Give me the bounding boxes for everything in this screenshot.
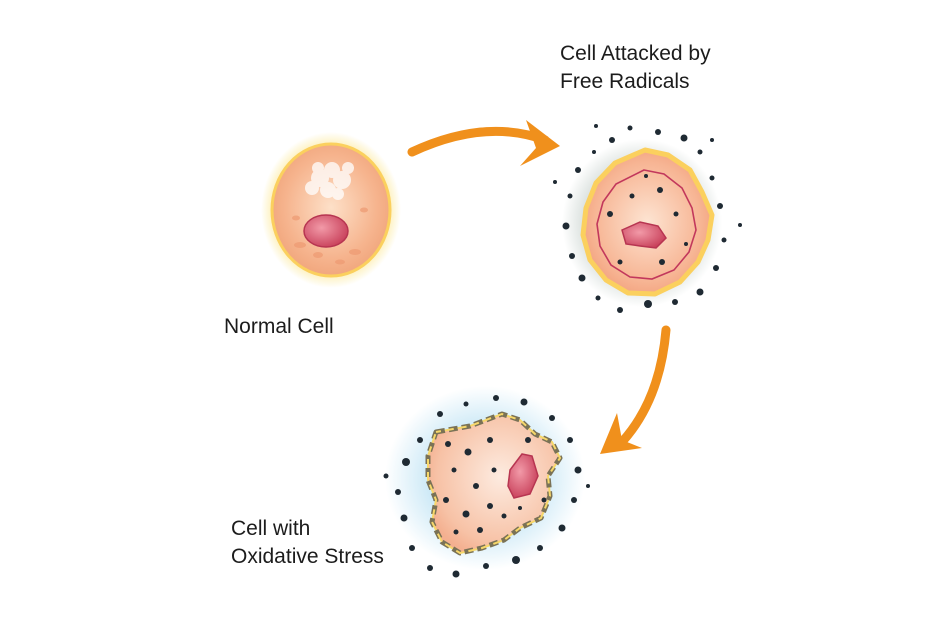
normal-cell-label: Normal Cell bbox=[224, 315, 334, 338]
normal-cell bbox=[261, 132, 401, 288]
normal-cell-vacuole bbox=[305, 162, 354, 200]
normal-cell-organelles bbox=[292, 207, 368, 265]
arrow-attacked-to-stress bbox=[600, 325, 671, 454]
normal-cell-nucleus bbox=[303, 214, 349, 248]
attacked-cell-label: Cell Attacked by Free Radicals bbox=[560, 40, 711, 96]
attacked-cell-label-line-1: Cell Attacked by bbox=[560, 42, 711, 65]
stressed-cell-label-line-2: Oxidative Stress bbox=[231, 545, 384, 568]
stressed-cell-label-line-1: Cell with bbox=[231, 517, 311, 540]
stressed-cell bbox=[383, 386, 590, 578]
stressed-cell-label: Cell with Oxidative Stress bbox=[231, 515, 384, 571]
stressed-cell-nucleus bbox=[507, 453, 539, 499]
attacked-cell-radicals bbox=[553, 124, 742, 313]
arrow-normal-to-attacked bbox=[407, 120, 560, 166]
attacked-cell-label-line-2: Free Radicals bbox=[560, 70, 690, 93]
attacked-cell-nucleus bbox=[621, 221, 667, 249]
stressed-cell-radicals bbox=[383, 395, 590, 578]
attacked-cell bbox=[553, 124, 742, 313]
